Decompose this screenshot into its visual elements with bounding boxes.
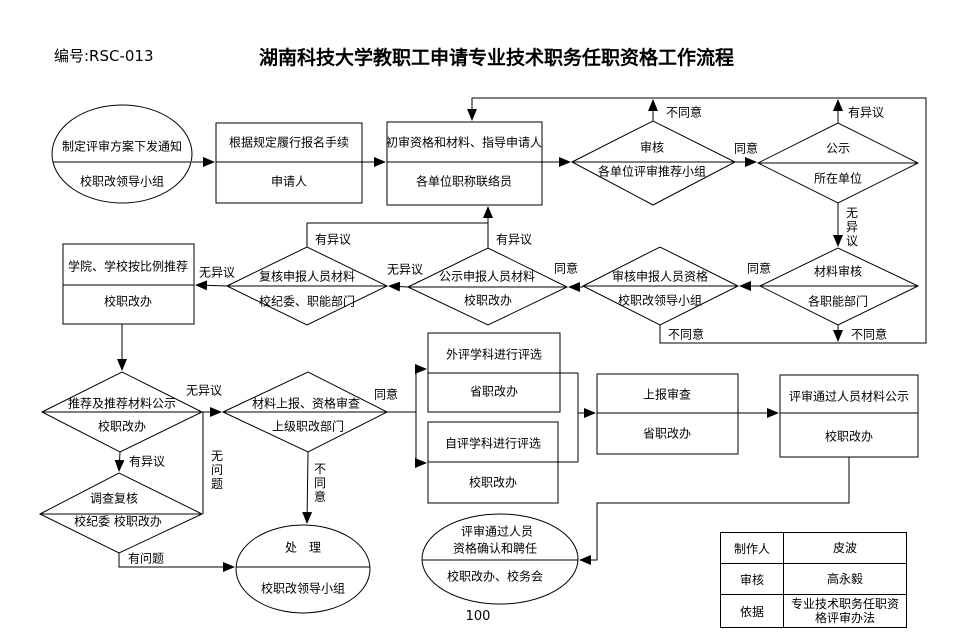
- label-pub-mat-pass: 无异议: [386, 262, 424, 277]
- node-submit-action: 材料上报、资格审查: [251, 396, 361, 411]
- node-report-actor: 省职改办: [642, 426, 692, 441]
- node-self-eval-action: 自评学科进行评选: [444, 436, 542, 451]
- info-table-label: 审核: [721, 564, 784, 594]
- label-unit-audit-agree: 同意: [733, 141, 759, 156]
- edge-pubpass-confirm: [579, 457, 850, 565]
- node-report-shape: [596, 373, 739, 455]
- label-pub-rec-pass: 无异议: [185, 383, 223, 398]
- edge-recheck-objection: [306, 222, 488, 247]
- node-apply-shape: [215, 122, 363, 204]
- node-first-check-shape: [386, 121, 543, 206]
- info-table-label: 制作人: [721, 533, 784, 563]
- node-qual-audit-action: 审核申报人员资格: [611, 269, 709, 284]
- label-unit-audit-reject: 不同意: [665, 105, 703, 120]
- node-self-eval-shape: [427, 421, 559, 504]
- label-pub-mat-objection: 有异议: [495, 232, 533, 247]
- node-pub-mat-action: 公示申报人员材料: [438, 269, 536, 284]
- node-confirm-action2: 资格确认和聘任: [452, 541, 538, 556]
- node-unit-audit-shape: [570, 120, 737, 206]
- label-mat-audit-agree: 同意: [746, 261, 772, 276]
- label-submit-reject: 不同意: [313, 462, 326, 504]
- label-qual-audit-agree: 同意: [553, 261, 579, 276]
- label-qual-audit-reject: 不同意: [667, 327, 705, 342]
- node-investigate-shape: [38, 472, 204, 554]
- document-code: 编号:RSC-013: [54, 47, 154, 65]
- node-apply-action: 根据规定履行报名手续: [228, 135, 350, 150]
- node-mat-audit-actor: 各职能部门: [807, 294, 869, 309]
- node-recheck-actor: 校纪委、职能部门: [258, 294, 356, 309]
- node-handle-action: 处 理: [284, 540, 322, 555]
- node-pub-pass-actor: 校职改办: [824, 429, 874, 444]
- page-title: 湖南科技大学教职工申请专业技术职务任职资格工作流程: [258, 47, 734, 69]
- node-ext-eval-action: 外评学科进行评选: [445, 347, 543, 362]
- info-table-label: 依据: [721, 595, 784, 627]
- flow-connectors: [114, 97, 927, 572]
- label-recheck-pass: 无异议: [198, 265, 236, 280]
- info-table-row: 依据 专业技术职务任职资格评审办法: [721, 594, 906, 627]
- edge-pubrec-investigate: [114, 451, 125, 472]
- info-table-row: 审核 高永毅: [721, 563, 906, 594]
- node-pub-mat-actor: 校职改办: [463, 293, 513, 308]
- label-recheck-objection: 有异议: [314, 232, 352, 247]
- label-investigate-pass: 无问题: [210, 449, 223, 491]
- node-qual-audit-actor: 校职改领导小组: [617, 293, 703, 308]
- node-unit-audit-actor: 各单位评审推荐小组: [597, 164, 707, 179]
- node-investigate-action: 调查复核: [89, 491, 139, 506]
- node-first-check-actor: 各单位职称联络员: [415, 174, 513, 189]
- label-pub-rec-objection: 有异议: [128, 454, 166, 469]
- label-unit-public-objection: 有异议: [847, 105, 885, 120]
- node-mat-audit-action: 材料审核: [813, 264, 863, 279]
- node-handle-actor: 校职改领导小组: [260, 581, 346, 596]
- node-investigate-actor: 校纪委 校职改办: [74, 514, 162, 529]
- node-confirm-actor: 校职改办、校务会: [446, 569, 544, 584]
- node-report-action: 上报审查: [642, 387, 692, 402]
- node-mat-audit-shape: [758, 247, 920, 326]
- info-table-row: 制作人 皮波: [721, 533, 906, 563]
- node-plan-action: 制定评审方案下发通知: [61, 139, 183, 154]
- info-table-value: 专业技术职务任职资格评审办法: [790, 597, 899, 625]
- node-qual-audit-shape: [581, 246, 740, 326]
- edge-pubmat-recheck: [388, 281, 409, 292]
- node-pub-rec-actor: 校职改办: [97, 419, 147, 434]
- node-confirm-action1: 评审通过人员: [460, 524, 534, 539]
- label-investigate-problem: 有问题: [127, 551, 165, 566]
- node-recommend-shape: [62, 243, 195, 325]
- label-submit-agree: 同意: [373, 387, 399, 402]
- node-pub-pass-action: 评审通过人员材料公示: [788, 389, 910, 404]
- node-recommend-action: 学院、学校按比例推荐: [67, 259, 189, 274]
- node-pub-rec-action: 推荐及推荐材料公示: [67, 396, 177, 411]
- node-submit-shape: [221, 371, 389, 453]
- edge-investigate-handle: [118, 553, 235, 572]
- node-first-check-action: 初审资格和材料、指导申请人: [385, 135, 543, 150]
- node-ext-eval-shape: [427, 332, 561, 413]
- node-unit-public-actor: 所在单位: [813, 171, 863, 186]
- node-submit-actor: 上级职改部门: [271, 419, 345, 434]
- node-unit-public-action: 公示: [825, 141, 851, 156]
- node-unit-audit-action: 审核: [639, 140, 665, 155]
- node-pub-pass-shape: [779, 374, 919, 458]
- node-recheck-action: 复核申报人员材料: [258, 269, 356, 284]
- node-apply-actor: 申请人: [270, 174, 308, 189]
- node-recheck-shape: [225, 246, 389, 326]
- label-unit-public-pass: 无异议: [845, 206, 858, 248]
- edge-submit-handle: [302, 451, 313, 524]
- info-table: 制作人 皮波 审核 高永毅 依据 专业技术职务任职资格评审办法: [720, 532, 907, 628]
- edge-recheck-recommend: [195, 280, 228, 291]
- page-number: 100: [465, 609, 491, 624]
- node-plan-actor: 校职改领导小组: [79, 174, 165, 189]
- label-mat-audit-reject: 不同意: [850, 327, 888, 342]
- node-pub-mat-shape: [406, 247, 569, 326]
- info-table-value: 皮波: [832, 541, 857, 555]
- node-self-eval-actor: 校职改办: [468, 475, 518, 490]
- node-ext-eval-actor: 省职改办: [469, 384, 519, 399]
- node-plan-shape: [51, 104, 193, 204]
- node-handle-shape: [235, 524, 371, 614]
- node-confirm-shape: [421, 513, 579, 605]
- node-unit-public-shape: [756, 122, 920, 204]
- node-recommend-actor: 校职改办: [103, 294, 153, 309]
- info-table-value: 高永毅: [826, 572, 863, 586]
- edge-feedback-top: [467, 97, 927, 344]
- node-pub-rec-shape: [40, 371, 204, 453]
